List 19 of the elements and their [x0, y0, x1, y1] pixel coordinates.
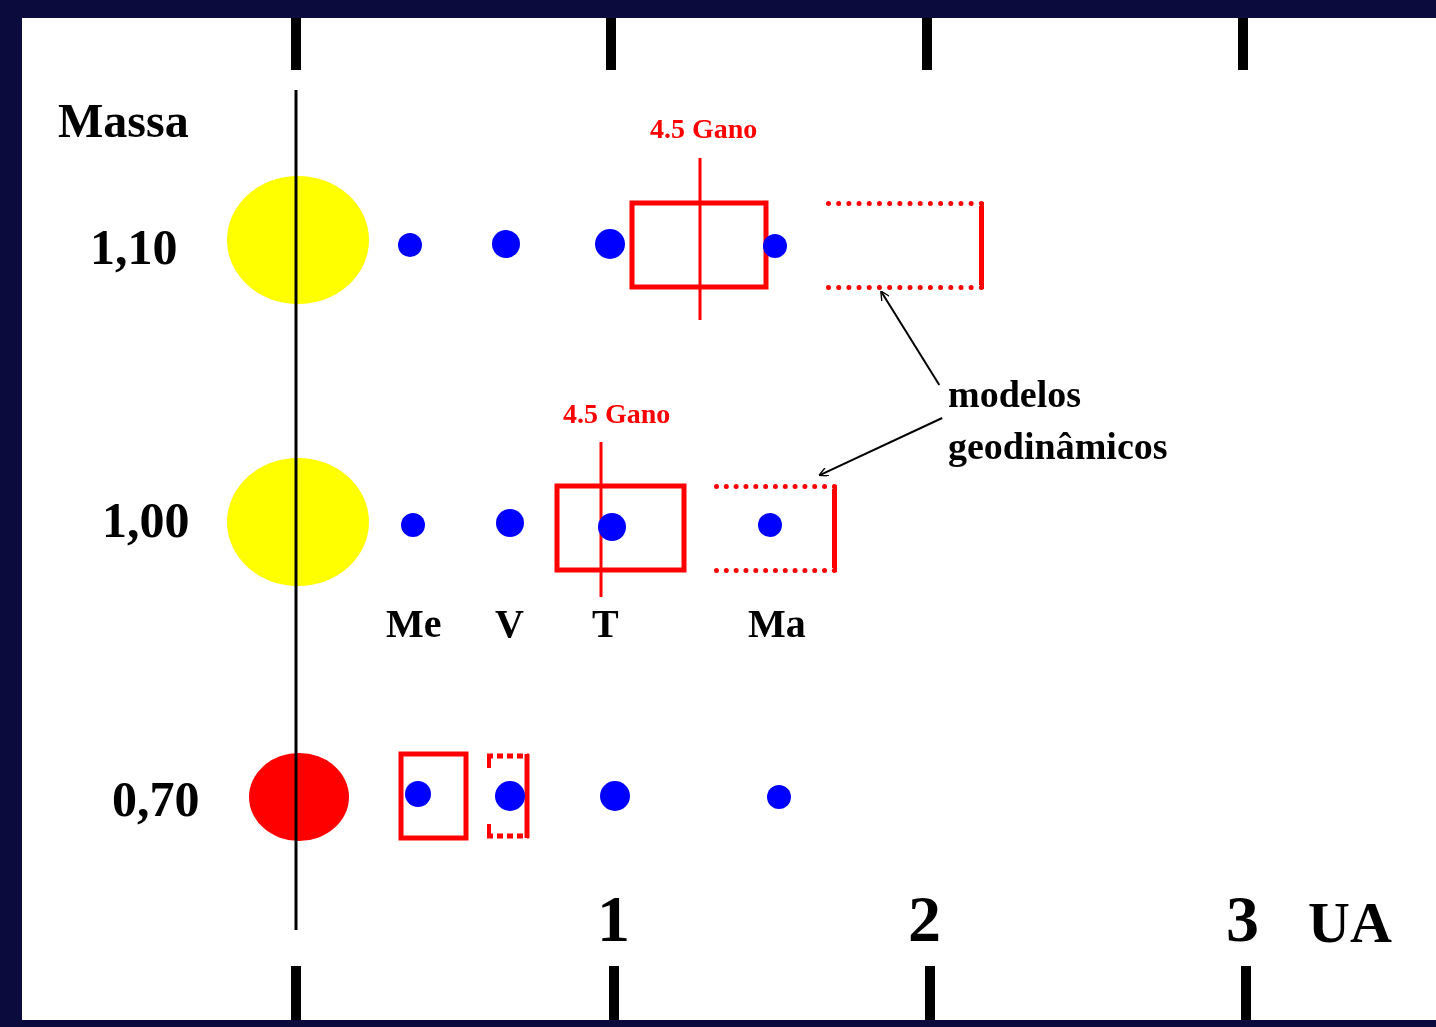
- planet-label: Me: [386, 604, 442, 644]
- planet-label: V: [495, 604, 524, 644]
- age-label: 4.5 Gano: [650, 115, 758, 143]
- axis-title: Massa: [58, 97, 189, 145]
- axis-tick-label: 2: [908, 886, 941, 952]
- axis-unit: UA: [1308, 894, 1392, 952]
- axis-tick-label: 1: [597, 886, 630, 952]
- leader-arrow: [818, 417, 944, 477]
- mass-value: 1,00: [102, 495, 190, 545]
- dashed-zone-box: [714, 484, 837, 573]
- age-label: 4.5 Gano: [563, 400, 671, 428]
- mass-value: 1,10: [90, 222, 178, 272]
- planet-label: T: [592, 604, 619, 644]
- mass-value: 0,70: [112, 774, 200, 824]
- annotation-text: modelos geodinâmicos: [948, 372, 1169, 469]
- dashed-zone-box: [826, 201, 984, 290]
- axis-tick-label: 3: [1226, 886, 1259, 952]
- planet-label: Ma: [748, 604, 806, 644]
- leader-arrow: [880, 290, 941, 386]
